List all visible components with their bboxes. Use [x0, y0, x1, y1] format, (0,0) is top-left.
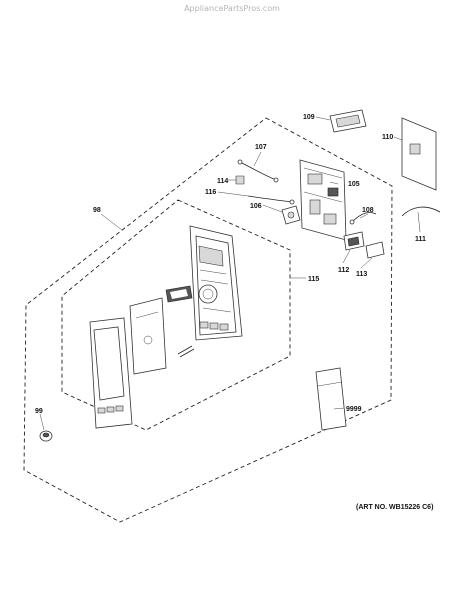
knob	[39, 430, 53, 442]
callout-107: 107	[255, 144, 267, 151]
literature-9999	[315, 367, 347, 431]
wire-108	[349, 212, 377, 225]
circuit-board	[299, 159, 347, 241]
bracket-112	[343, 231, 365, 251]
callout-112: 112	[338, 267, 349, 274]
panel-110	[401, 117, 437, 191]
wire-116	[247, 195, 295, 205]
wire-111	[401, 206, 441, 217]
callout-116: 116	[205, 189, 216, 196]
callout-109: 109	[303, 114, 315, 121]
art-number: (ART NO. WB15226 C6)	[356, 504, 434, 511]
outer-assembly-boundary	[23, 117, 393, 523]
callout-110: 110	[382, 134, 393, 141]
callout-106: 106	[250, 203, 262, 210]
actuator	[177, 345, 195, 358]
callout-105: 105	[348, 181, 360, 188]
callout-99: 99	[35, 408, 43, 415]
front-bezel	[89, 317, 133, 429]
wire-107	[237, 159, 279, 183]
callout-111: 111	[415, 236, 426, 243]
keypad-membrane	[129, 297, 167, 375]
leader-lines	[39, 116, 421, 431]
callout-114: 114	[217, 178, 228, 185]
inner-assembly-boundary	[61, 199, 291, 431]
bracket-113	[365, 241, 385, 259]
callout-113: 113	[356, 271, 367, 278]
connector-109	[329, 109, 367, 133]
watermark: AppliancePartsPros.com	[184, 4, 280, 13]
callout-9999: 9999	[346, 406, 362, 413]
clip-114	[235, 175, 245, 185]
component-106	[281, 205, 301, 225]
callout-98: 98	[93, 207, 101, 214]
callout-115: 115	[308, 276, 319, 283]
control-panel	[189, 225, 243, 341]
callout-108: 108	[362, 207, 374, 214]
